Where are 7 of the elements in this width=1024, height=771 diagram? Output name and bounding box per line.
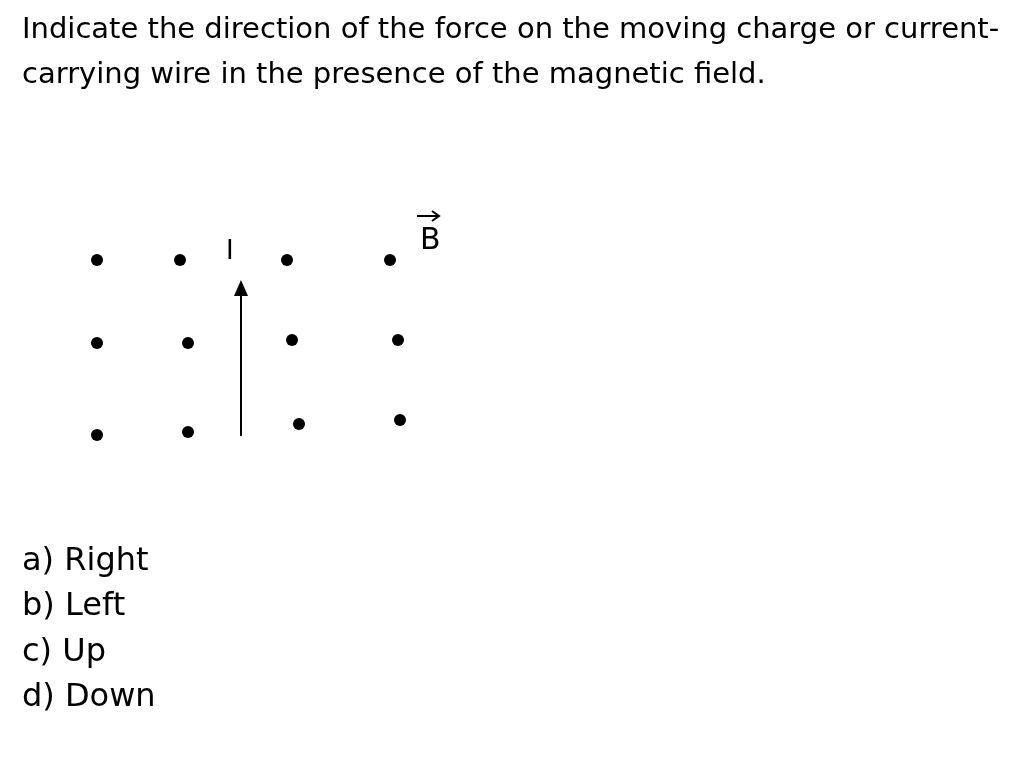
current-label: I [226, 236, 234, 265]
vector-label: B [420, 222, 441, 255]
answer-option: c) Up [22, 633, 106, 669]
answer-option: a) Right [22, 542, 149, 578]
question-text: Indicate the direction of the force on the moving charge or current-carrying wire in the presence of the magnetic field. [22, 10, 1001, 92]
answer-option: d) Down [22, 678, 156, 714]
answer-option: b) Left [22, 587, 126, 623]
